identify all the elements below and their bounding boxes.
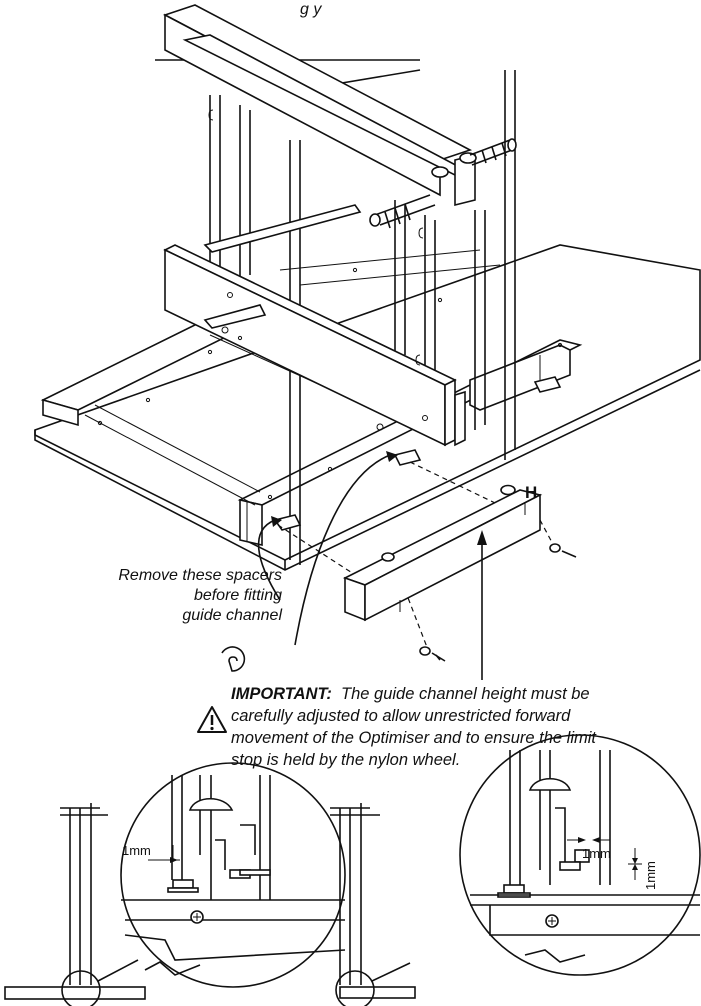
base-screw-holes: [97, 267, 563, 500]
spacer-removal-note: Remove these spacers before fitting guid…: [60, 566, 282, 626]
spacer-clip-icon: [221, 646, 246, 672]
header-caption: g y: [300, 1, 322, 18]
gap-label-right-horizontal: 1mm: [582, 846, 611, 861]
left-side-view: [4, 803, 146, 1006]
important-notice: IMPORTANT: The guide channel height must…: [231, 683, 701, 771]
important-line-1: IMPORTANT: The guide channel height must…: [231, 683, 701, 705]
optimiser-frame: [155, 4, 517, 565]
important-text: stop is held by the nylon wheel.: [231, 751, 461, 769]
spacer-note-line: before fitting: [193, 587, 282, 604]
important-text: carefully adjusted to allow unrestricted…: [231, 707, 571, 725]
gap-label-left: 1mm: [122, 843, 151, 858]
right-magnified-detail: [459, 734, 701, 976]
important-label: IMPORTANT:: [231, 685, 332, 703]
important-text: movement of the Optimiser and to ensure …: [231, 729, 596, 747]
right-side-view: [330, 803, 416, 1006]
warning-triangle-icon: [197, 706, 227, 733]
rail-spacers: [273, 376, 562, 531]
gap-label-right-vertical: 1mm: [643, 861, 658, 890]
left-magnified-detail: [120, 762, 346, 988]
spacer-note-line: Remove these spacers: [118, 567, 282, 584]
important-text: The guide channel height must be: [341, 685, 590, 703]
fixing-screws: [419, 543, 577, 662]
spacer-note-line: guide channel: [182, 607, 282, 624]
guide-channel-h: [342, 484, 543, 622]
callout-arrows: [257, 451, 487, 680]
part-label-h: H: [525, 483, 537, 502]
